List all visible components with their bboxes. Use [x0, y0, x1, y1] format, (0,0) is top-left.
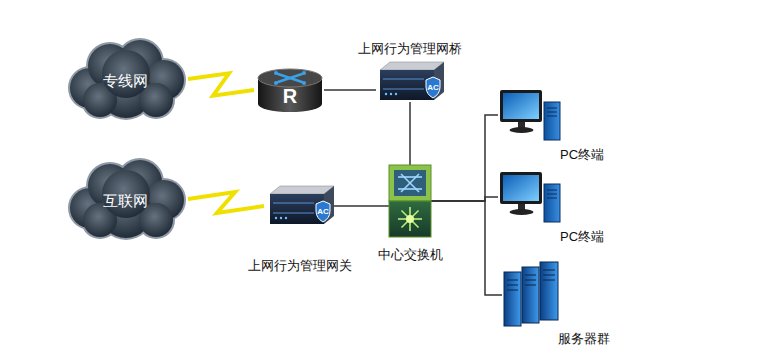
ac-icon — [376, 62, 444, 102]
gateway-device: 上网行为管理网关 AC — [240, 186, 360, 276]
network-cloud: 互联网 — [62, 156, 188, 242]
server-shape — [504, 262, 558, 326]
ac-icon — [266, 186, 334, 226]
pc-shape — [500, 90, 560, 140]
badge-text: AC — [317, 208, 329, 217]
node-label: 上网行为管理网关 — [248, 259, 352, 273]
switch-graphic — [389, 165, 431, 237]
node-label: 专线网 — [103, 73, 148, 90]
network-link — [431, 115, 498, 201]
pc-shape — [500, 172, 560, 222]
ac-graphic — [376, 62, 444, 102]
network-link — [409, 102, 411, 165]
pc-graphic — [498, 170, 562, 224]
appliance-shape — [380, 62, 444, 100]
node-label: R — [283, 85, 297, 107]
network-link — [334, 205, 389, 207]
server-group: 服务器群 — [498, 262, 618, 350]
server-icon — [502, 262, 562, 328]
lightning-link — [188, 73, 254, 95]
node-label: PC终端 — [560, 230, 604, 244]
pc-icon — [498, 88, 562, 142]
switch-icon — [389, 165, 431, 237]
pc-terminal: PC终端 — [498, 170, 618, 246]
node-label: 服务器群 — [558, 332, 610, 346]
network-link — [324, 89, 376, 91]
lightning-link — [188, 192, 264, 213]
cloud-shape — [68, 38, 186, 120]
switch-shape — [389, 165, 431, 237]
badge-text: AC — [427, 84, 439, 93]
pc-terminal: PC终端 — [498, 88, 618, 164]
node-label: 互联网 — [103, 193, 148, 210]
pc-graphic — [498, 88, 562, 142]
node-label: 中心交换机 — [378, 248, 443, 262]
pc-icon — [498, 170, 562, 224]
router-node: R — [256, 66, 324, 114]
node-label: 上网行为管理网桥 — [358, 42, 462, 56]
cloud-shape — [68, 158, 186, 240]
ac-graphic — [266, 186, 334, 226]
router-shape — [258, 69, 322, 112]
server-graphic — [502, 262, 562, 328]
core-switch: 中心交换机 — [371, 165, 446, 265]
bridge-device: 上网行为管理网桥 AC — [350, 40, 470, 104]
node-label: PC终端 — [560, 148, 604, 162]
network-cloud: 专线网 — [62, 36, 188, 122]
appliance-shape — [270, 186, 334, 224]
